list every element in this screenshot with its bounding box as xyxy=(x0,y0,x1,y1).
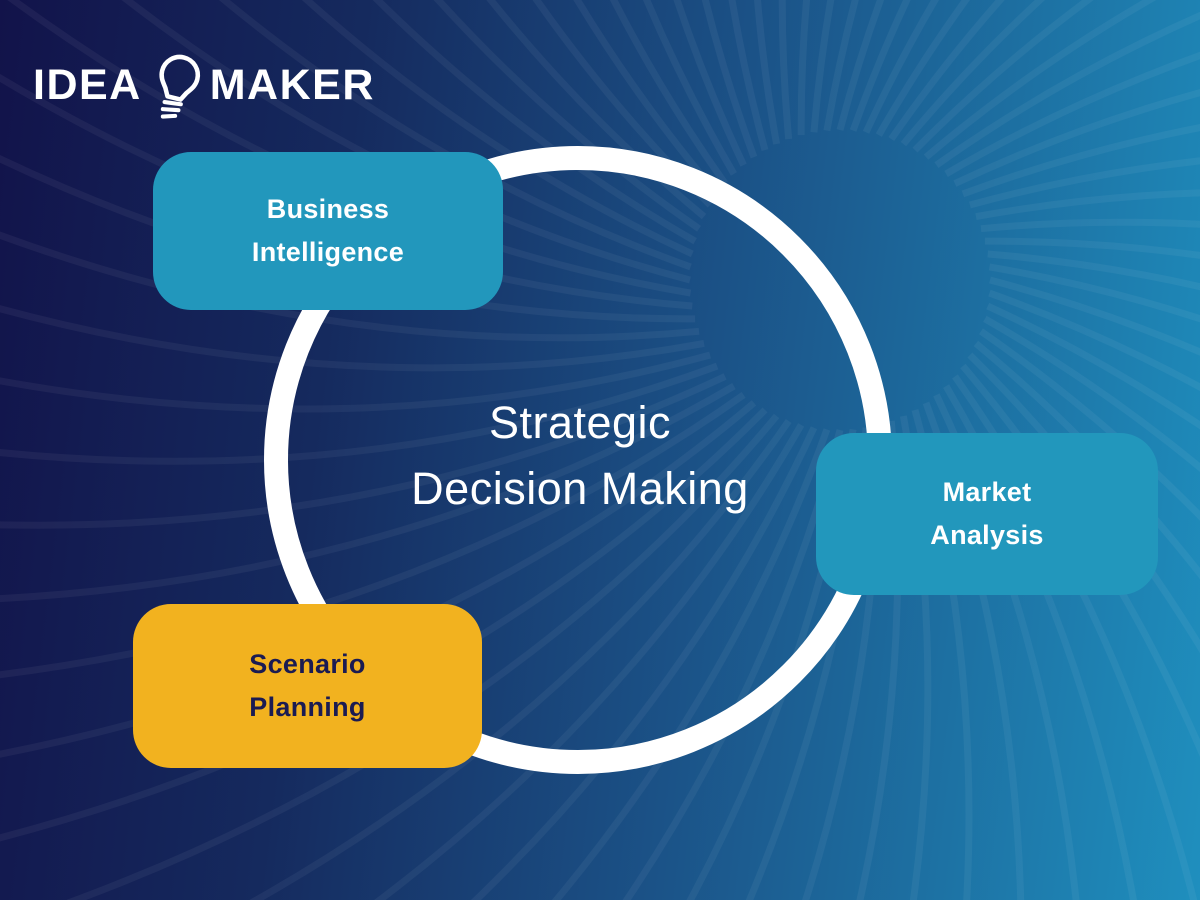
node-market-analysis: Market Analysis xyxy=(816,433,1158,595)
node-label-line2: Analysis xyxy=(930,520,1044,550)
diagram-title-line1: Strategic xyxy=(488,397,672,448)
diagram-title-line2: Decision Making xyxy=(411,463,749,514)
diagram-title: Strategic Decision Making xyxy=(230,390,930,522)
node-label-line2: Planning xyxy=(249,692,366,722)
node-label-line1: Market xyxy=(942,477,1032,507)
node-business-intelligence: Business Intelligence xyxy=(153,152,503,310)
node-label-line1: Scenario xyxy=(249,649,366,679)
logo-text-idea: IDEA xyxy=(33,60,142,109)
node-label-line2: Intelligence xyxy=(251,237,405,267)
node-label-line1: Business xyxy=(266,194,390,224)
logo: IDEA MAKER xyxy=(33,42,375,128)
logo-text-maker: MAKER xyxy=(209,60,375,109)
lightbulb-icon xyxy=(159,54,200,119)
node-scenario-planning: Scenario Planning xyxy=(133,604,482,768)
